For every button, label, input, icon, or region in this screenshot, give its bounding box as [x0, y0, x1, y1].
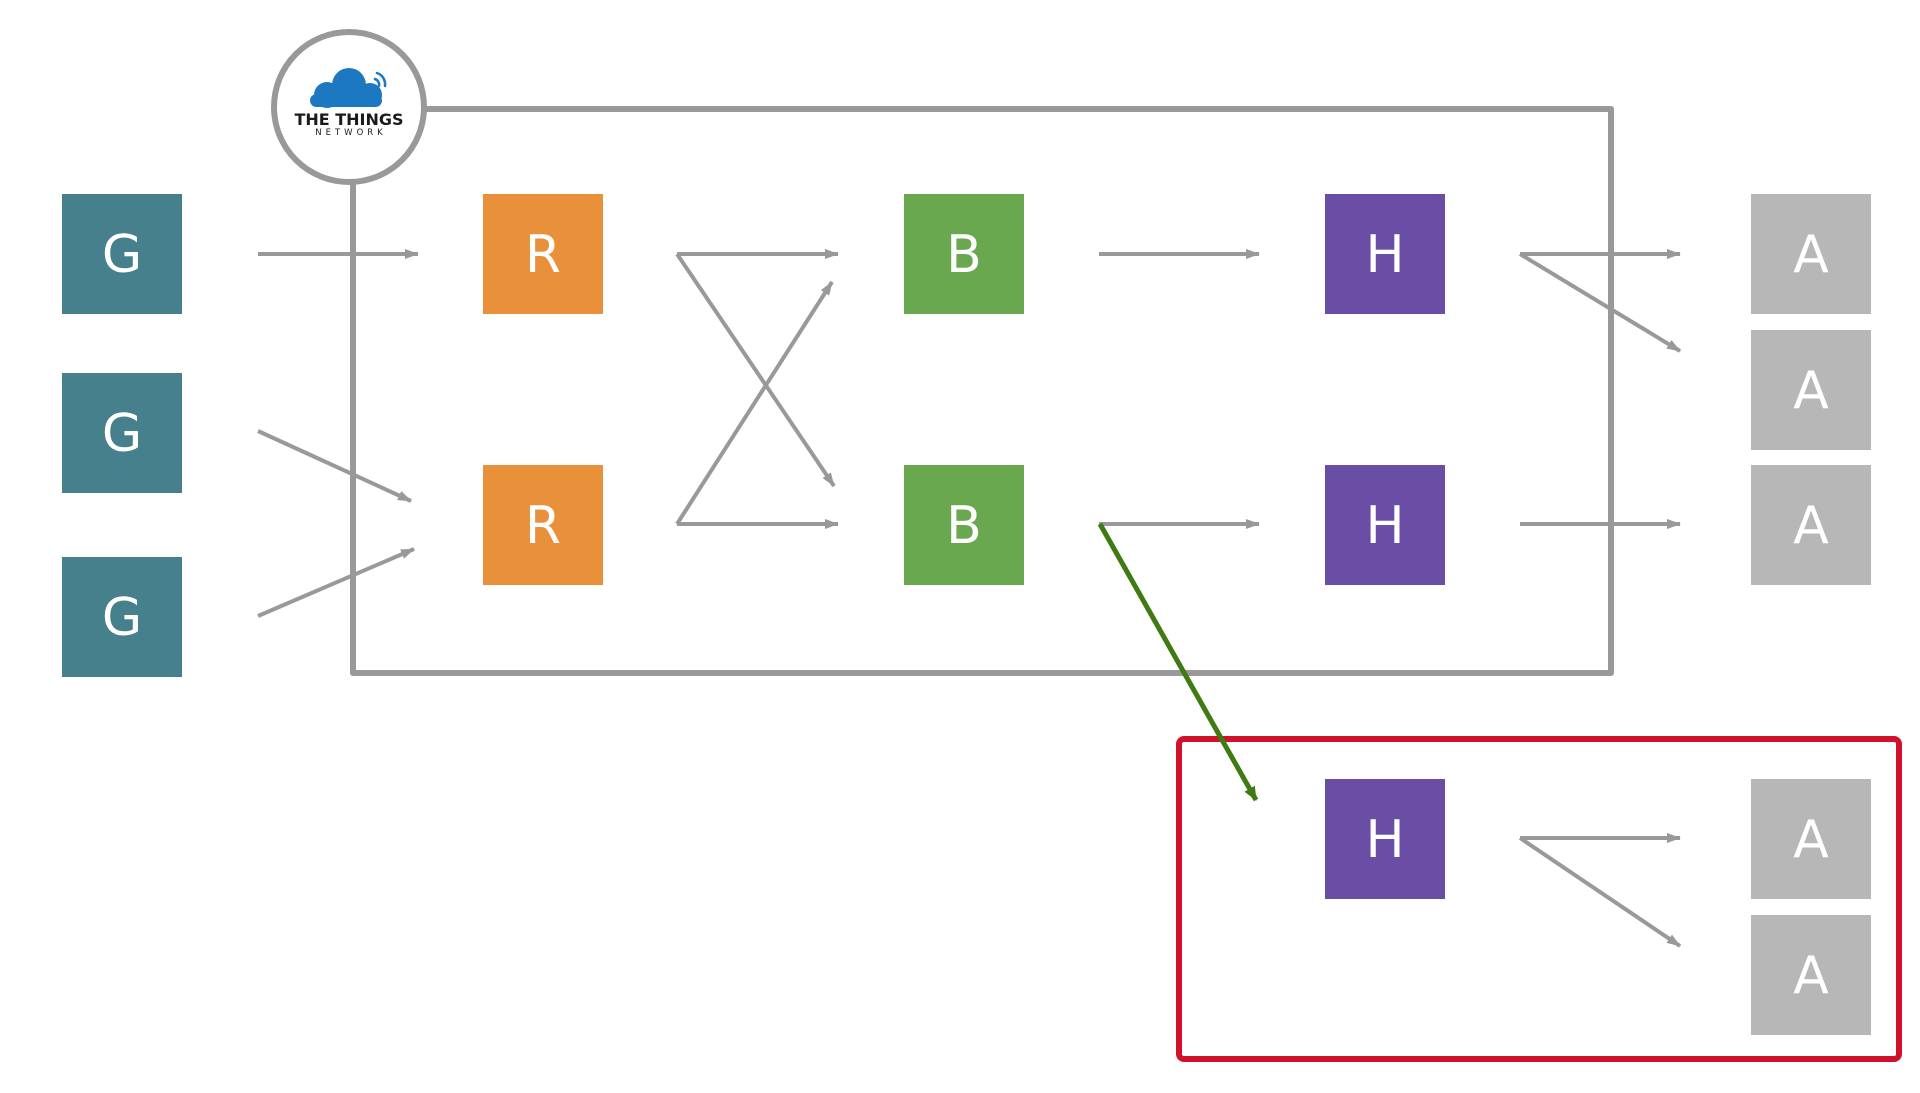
arrow-gateway2-router2	[257, 429, 412, 503]
handler-label: H	[1365, 496, 1404, 556]
broker-node: B	[904, 194, 1024, 314]
broker-label: B	[946, 225, 982, 285]
arrow-private-handler-app2	[1518, 836, 1682, 948]
gateway-node: G	[62, 194, 182, 314]
arrow-gateway3-router2	[257, 547, 415, 618]
arrow-broker2-private-handler	[1097, 522, 1259, 802]
gateway-node: G	[62, 373, 182, 493]
handler-label: H	[1365, 225, 1404, 285]
private-network-boundary	[1176, 736, 1902, 1062]
connection-arrows	[257, 249, 1682, 948]
logo-title: THE THINGS	[294, 110, 403, 129]
handler-node: H	[1325, 465, 1445, 585]
application-label: A	[1793, 946, 1829, 1006]
arrow-router1-broker2	[675, 252, 836, 488]
router-label: R	[525, 225, 561, 285]
network-boundary	[350, 106, 1614, 676]
router-label: R	[525, 496, 561, 556]
handler-node: H	[1325, 194, 1445, 314]
logo-subtitle: NETWORK	[315, 128, 387, 138]
broker-label: B	[946, 496, 982, 556]
application-node: A	[1751, 465, 1871, 585]
router-node: R	[483, 194, 603, 314]
gateway-label: G	[102, 404, 142, 464]
application-node: A	[1751, 330, 1871, 450]
signal-icon	[373, 71, 387, 88]
ttn-logo: THE THINGS NETWORK	[271, 29, 427, 185]
router-node: R	[483, 465, 603, 585]
application-node: A	[1751, 194, 1871, 314]
application-label: A	[1793, 225, 1829, 285]
private-application-node: A	[1751, 779, 1871, 899]
cloud-icon	[310, 68, 382, 108]
arrow-handler1-app2	[1518, 252, 1682, 353]
gateway-node: G	[62, 557, 182, 677]
application-label: A	[1793, 496, 1829, 556]
private-handler-node: H	[1325, 779, 1445, 899]
private-application-node: A	[1751, 915, 1871, 1035]
gateway-label: G	[102, 225, 142, 285]
broker-node: B	[904, 465, 1024, 585]
gateway-label: G	[102, 588, 142, 648]
handler-label: H	[1365, 810, 1404, 870]
arrow-router2-broker1	[675, 280, 834, 526]
application-label: A	[1793, 361, 1829, 421]
application-label: A	[1793, 810, 1829, 870]
